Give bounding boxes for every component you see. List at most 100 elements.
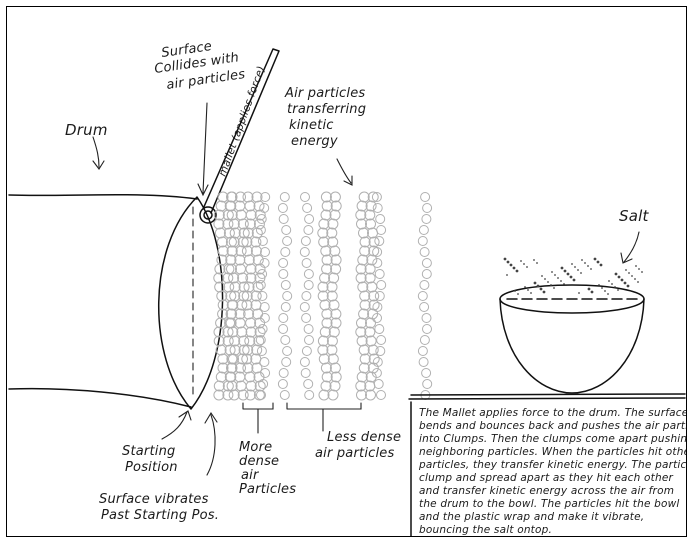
- label-start-1: Starting: [122, 444, 175, 459]
- explanation-line: neighboring particles. When the particle…: [419, 446, 687, 458]
- air-particle: [375, 325, 384, 334]
- air-particle: [278, 380, 287, 389]
- air-particle: [300, 248, 309, 257]
- label-more-2: dense: [239, 454, 279, 469]
- air-particle: [281, 303, 290, 312]
- air-particle: [281, 336, 290, 345]
- air-particle: [258, 325, 267, 334]
- air-particle: [305, 336, 314, 345]
- particle-band: [418, 193, 431, 400]
- salt-grain: [621, 279, 624, 282]
- air-particle: [422, 369, 431, 378]
- particle-band: [318, 192, 341, 400]
- air-particle: [260, 303, 269, 312]
- air-particle: [281, 281, 290, 290]
- salt-grain: [526, 266, 528, 268]
- salt-grain: [597, 261, 600, 264]
- salt-grain: [614, 286, 616, 288]
- salt-grain: [514, 290, 516, 292]
- vibrate-arrow: [205, 413, 217, 475]
- air-particle: [420, 281, 429, 290]
- salt-grain: [590, 268, 592, 270]
- salt-grain: [581, 259, 583, 261]
- air-particle: [261, 248, 270, 257]
- air-particle: [304, 380, 313, 389]
- label-start-2: Position: [125, 460, 178, 475]
- air-particle: [374, 380, 383, 389]
- label-less-2: air particles: [315, 446, 394, 461]
- air-particle: [302, 314, 311, 323]
- air-particle: [420, 248, 429, 257]
- salt-grain: [628, 272, 630, 274]
- explanation-line: the drum to the bowl. The particles hit …: [419, 498, 680, 510]
- salt-grain: [591, 291, 594, 294]
- particle-band: [278, 193, 291, 400]
- salt-grain: [601, 287, 603, 289]
- explanation-line: bouncing the salt ontop.: [419, 524, 552, 536]
- air-particle: [301, 237, 310, 246]
- air-particle: [302, 347, 311, 356]
- particle-band: [300, 193, 313, 400]
- salt-grain: [641, 271, 643, 273]
- air-particle: [418, 237, 427, 246]
- salt-grain: [524, 286, 526, 288]
- salt-grain: [638, 268, 640, 270]
- label-vibrates-1: Surface vibrates: [99, 492, 209, 507]
- air-particle: [300, 303, 309, 312]
- drum-head: [159, 197, 223, 409]
- air-particle: [300, 358, 309, 367]
- salt-grain: [634, 278, 636, 280]
- salt-grain: [574, 266, 576, 268]
- air-particle: [301, 369, 310, 378]
- label-more-1: More: [239, 440, 272, 455]
- label-less-1: Less dense: [327, 430, 401, 445]
- air-particle: [279, 369, 288, 378]
- salt-grain: [551, 271, 553, 273]
- salt-grain: [598, 284, 600, 286]
- salt-grain: [615, 273, 618, 276]
- salt-grain: [580, 272, 582, 274]
- air-particle: [302, 259, 311, 268]
- salt-grain: [624, 282, 627, 285]
- label-vibrates-2: Past Starting Pos.: [101, 508, 219, 523]
- salt-grain: [570, 276, 573, 279]
- salt-grain: [637, 281, 639, 283]
- salt-grain: [520, 260, 522, 262]
- air-particle: [422, 215, 431, 224]
- particle-band: [214, 192, 237, 400]
- salt-grain: [537, 285, 540, 288]
- salt-grain: [594, 258, 597, 261]
- air-particle: [279, 270, 288, 279]
- label-more-3: air: [241, 468, 260, 483]
- salt-grain: [533, 259, 535, 261]
- air-particle: [305, 391, 314, 400]
- air-particle: [375, 292, 384, 301]
- salt-grain: [611, 283, 613, 285]
- air-particle: [304, 281, 313, 290]
- air-particle: [258, 292, 267, 301]
- salt-grain: [563, 283, 565, 285]
- air-particle: [259, 380, 268, 389]
- salt-grain: [567, 273, 570, 276]
- table-line: [411, 394, 685, 395]
- dense-bracket: [243, 403, 273, 409]
- salt-grain: [543, 291, 546, 294]
- salt-grain: [523, 263, 525, 265]
- air-particle: [423, 204, 432, 213]
- salt-grain: [573, 279, 576, 282]
- salt-grain: [510, 264, 513, 267]
- salt-grain: [544, 278, 546, 280]
- drum: [9, 195, 223, 409]
- explanation-line: and the plastic wrap and make it vibrate…: [419, 511, 644, 523]
- explanation-line: into Clumps. Then the clumps come apart …: [419, 433, 687, 445]
- salt-grain: [627, 285, 630, 288]
- salt-grain: [608, 280, 610, 282]
- drum-bottom-edge: [9, 389, 191, 407]
- salt-grain: [600, 264, 603, 267]
- air-particle: [304, 270, 313, 279]
- air-particle: [377, 281, 386, 290]
- explanation-line: and transfer kinetic energy across the a…: [419, 485, 674, 497]
- air-particle: [278, 204, 287, 213]
- air-particle: [303, 204, 312, 213]
- salt-grain: [631, 275, 633, 277]
